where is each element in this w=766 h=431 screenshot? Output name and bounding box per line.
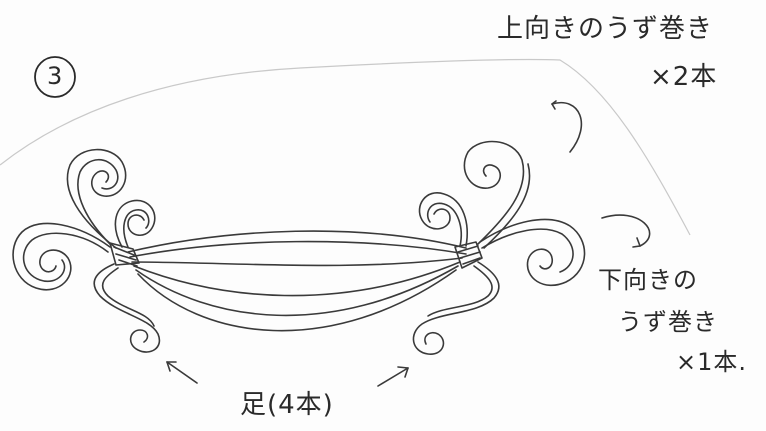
upper-scroll-arrow [551,100,583,153]
lower-scroll-label-line2: うず巻き [618,308,718,336]
left-upper-scroll-small [114,199,156,248]
swag-body [127,230,467,332]
left-leg-arrow [166,361,198,384]
upper-scroll-label: 上向きのうず巻き [497,14,714,44]
left-leg [93,263,161,353]
right-upper-scroll-small [418,192,468,247]
upper-scroll-count: ×2本 [650,62,718,92]
paper-edge [0,58,691,236]
lower-scroll-label-line1: 下向きの [598,266,698,294]
right-leg [412,261,500,355]
right-side-scroll [479,218,586,287]
left-upper-scroll-tall [66,148,127,249]
left-side-scroll [12,222,111,291]
legs-label: 足(4本) [240,390,334,420]
step-number: 3 [47,62,64,90]
right-leg-arrow [377,366,409,387]
step-number-circle [34,56,76,98]
left-binding [109,242,140,267]
right-upper-scroll-tall [463,140,531,249]
lower-scroll-count: ×1本. [676,348,748,376]
right-binding [454,241,483,269]
lower-scroll-arrow [601,214,651,248]
